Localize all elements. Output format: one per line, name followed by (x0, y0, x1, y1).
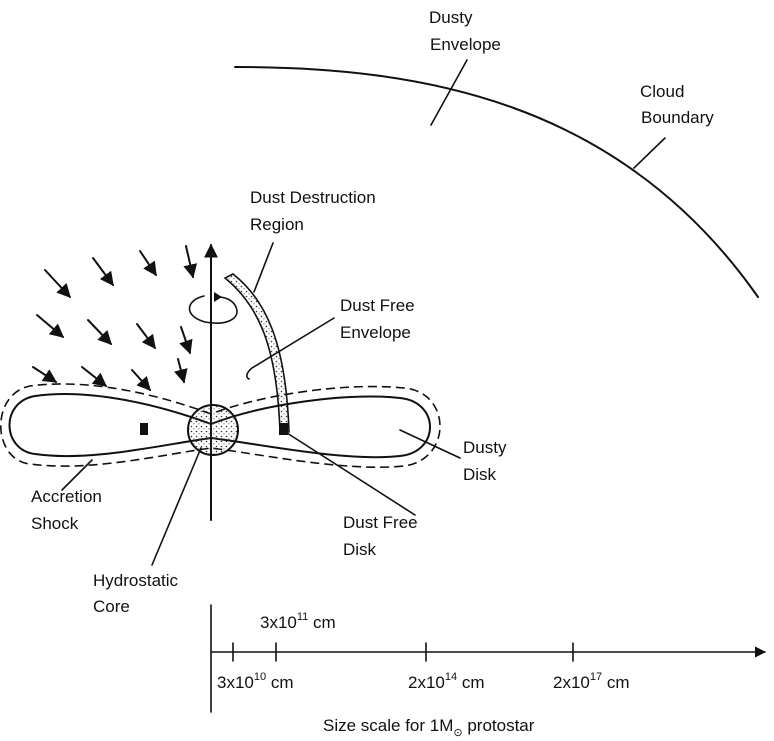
infall-arrow (183, 245, 198, 279)
dust-free-disk-leader (286, 432, 416, 516)
dust-free-envelope-leader (246, 317, 335, 380)
label-dusty-disk: Dusty Disk (463, 438, 507, 484)
label-accretion-shock: Accretion Shock (31, 487, 102, 533)
label-line: Accretion (31, 487, 102, 506)
dusty-disk-leader (399, 429, 461, 459)
label-line: Disk (463, 465, 497, 484)
infall-arrow (139, 250, 157, 277)
infall-arrow (87, 319, 112, 346)
label-line: Disk (343, 540, 377, 559)
label-line: Region (250, 215, 304, 234)
infall-arrow (174, 358, 188, 384)
label-line: Cloud (640, 82, 684, 101)
infall-arrow (92, 257, 114, 287)
infall-arrow (32, 366, 58, 383)
scale-label-3e10: 3x1010 cm (217, 671, 294, 692)
label-dust-free-disk: Dust Free Disk (343, 513, 418, 559)
rotation-arrowhead (214, 292, 222, 302)
label-dusty-envelope: Dusty Envelope (429, 8, 501, 54)
label-line: Dust Free (343, 513, 418, 532)
scale-label-3e11: 3x1011 cm (260, 611, 336, 632)
cloud-boundary-arc (234, 66, 759, 298)
infall-arrow (44, 269, 71, 299)
label-dust-free-envelope: Dust Free Envelope (340, 296, 415, 342)
label-line: Hydrostatic (93, 571, 179, 590)
scale-label-2e14: 2x1014 cm (408, 671, 485, 692)
accretion-shock-leader (61, 459, 93, 491)
label-line: Dust Free (340, 296, 415, 315)
label-hydrostatic-core: Hydrostatic Core (93, 571, 179, 616)
infall-arrow (36, 314, 65, 338)
label-cloud-boundary: Cloud Boundary (640, 82, 714, 127)
label-line: Dust Destruction (250, 188, 376, 207)
hydrostatic-core-leader (151, 447, 202, 566)
cloud-boundary-leader (633, 137, 666, 169)
infall-arrow (136, 323, 156, 350)
dust-destruction-leader (253, 242, 274, 293)
label-line: Envelope (430, 35, 501, 54)
label-line: Dusty (429, 8, 473, 27)
dust-destruction-band (223, 273, 290, 433)
label-line: Boundary (641, 108, 714, 127)
label-line: Core (93, 597, 130, 616)
infall-arrows (32, 245, 198, 392)
infall-arrow (179, 326, 193, 355)
scale-caption: Size scale for 1M⊙ protostar (323, 716, 535, 739)
dusty-envelope-leader (430, 59, 468, 126)
infall-arrow (81, 366, 108, 387)
rotation-ellipse (188, 295, 238, 324)
scale-label-2e17: 2x1017 cm (553, 671, 630, 692)
accretion-shock-outline (0, 383, 441, 469)
label-line: Dusty (463, 438, 507, 457)
inner-disk-mark-left (140, 423, 148, 435)
label-line: Envelope (340, 323, 411, 342)
hydrostatic-core (187, 404, 239, 456)
label-dust-destruction-region: Dust Destruction Region (250, 188, 376, 234)
infall-arrow (131, 369, 151, 392)
label-line: Shock (31, 514, 79, 533)
inner-disk-mark-right (279, 423, 288, 435)
